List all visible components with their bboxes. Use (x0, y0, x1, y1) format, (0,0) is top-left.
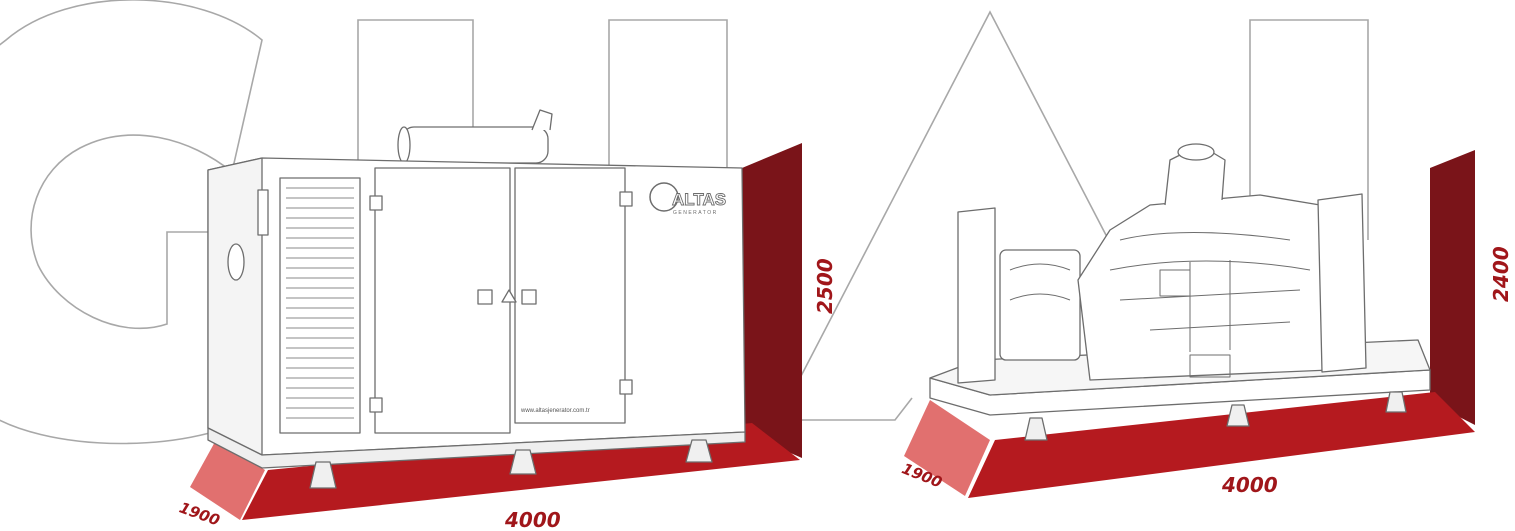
open-engine-details (1009, 232, 1311, 378)
open-alternator (999, 249, 1081, 361)
open-engine-block (1077, 194, 1331, 381)
warning-triangle-icon (501, 289, 517, 303)
open-dimension-planes (904, 150, 1475, 498)
canopy-base-frame (207, 427, 746, 469)
outline-letter-g (0, 0, 263, 445)
open-radiator (1317, 193, 1367, 373)
open-length-floor (968, 392, 1475, 498)
background-outline-letters (0, 0, 1369, 445)
brand-logo-subtext: GENERATOR (673, 210, 718, 216)
canopy-website-text: www.altasjenerator.com.tr (520, 408, 590, 414)
canopy-side-vent (227, 243, 245, 281)
canopy-feet (309, 439, 713, 489)
brand-logo-icon (649, 182, 679, 212)
outline-bar-1 (357, 19, 474, 165)
canopy-height-label: 2500 (813, 258, 837, 314)
outline-bar-2 (608, 19, 728, 170)
canopy-side-latch (257, 189, 269, 236)
canopy-generator-sketch (207, 109, 746, 489)
brand-logo-text: ALTAS (672, 190, 726, 209)
canopy-length-label: 4000 (504, 508, 561, 531)
outline-letter-a (799, 10, 1121, 421)
open-control-panel (957, 207, 996, 384)
canopy-door-right (514, 167, 626, 424)
open-feet (1024, 391, 1407, 441)
outline-bar-3 (1249, 19, 1369, 240)
canopy-louvre-panel (279, 177, 361, 434)
canopy-door-handle-left (477, 289, 493, 305)
canopy-muffler (397, 109, 553, 164)
canopy-hinges (369, 191, 633, 413)
open-engine-cap (1177, 143, 1215, 161)
canopy-door-handle-right (521, 289, 537, 305)
open-depth-floor (904, 400, 990, 496)
open-generator-sketch (929, 143, 1431, 441)
open-length-label: 4000 (1221, 473, 1278, 497)
open-height-label: 2400 (1489, 246, 1513, 302)
canopy-height-wall (742, 143, 802, 458)
open-height-wall (1430, 150, 1475, 425)
canopy-side-face (207, 157, 263, 456)
canopy-brand-logo: ALTAS GENERATOR (649, 182, 727, 216)
